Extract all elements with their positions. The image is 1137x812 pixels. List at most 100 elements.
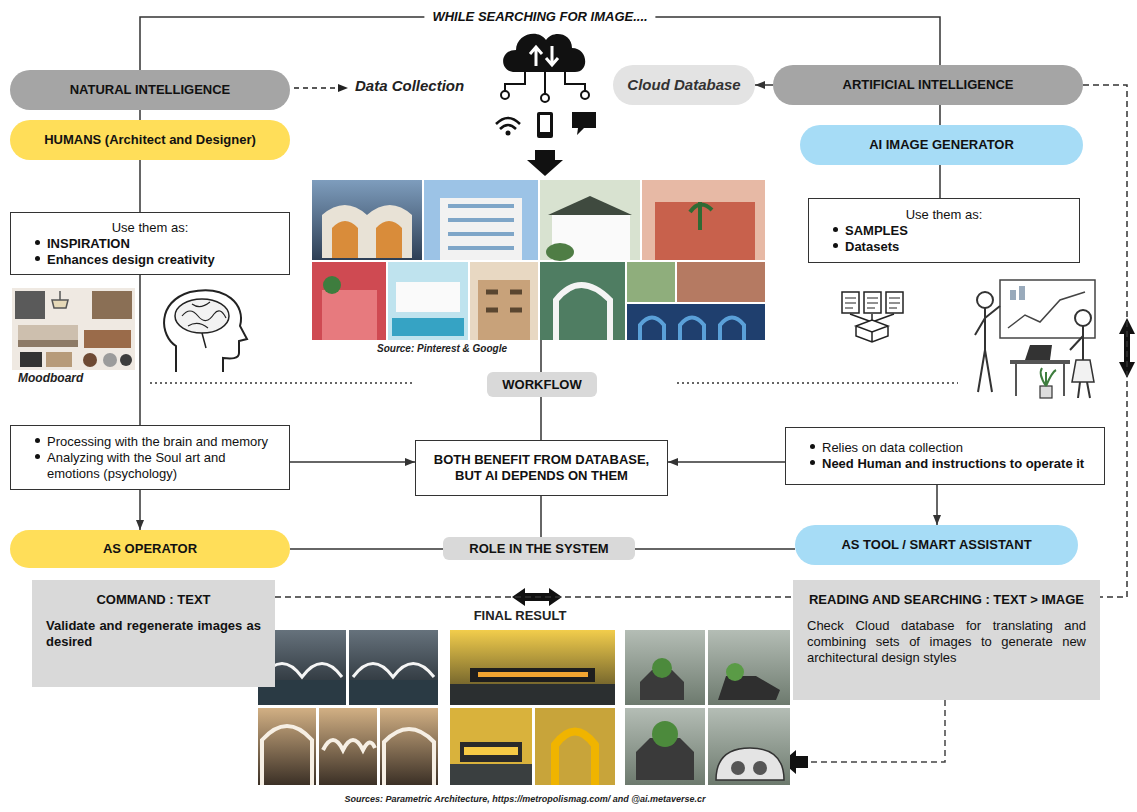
text-row: Analyzing with the Soul art and emotions…: [21, 450, 279, 482]
brain-head-figure: [164, 290, 247, 372]
node-text: Check Cloud database for translating and…: [807, 618, 1086, 666]
connector: [139, 160, 141, 212]
connector: [939, 165, 941, 198]
collage-leader: [541, 340, 542, 372]
section-tag: ROLE IN THE SYSTEM: [443, 537, 635, 560]
cloud-icon: [572, 112, 596, 135]
team-illustration: [1019, 286, 1025, 300]
moodboard-picture: [18, 340, 78, 347]
text-row: Use them as:: [21, 220, 279, 236]
text-row: ROLE IN THE SYSTEM: [451, 541, 627, 557]
bullet-dot: [810, 460, 815, 465]
generated-images: [464, 747, 518, 755]
text-row: AI IMAGE GENERATOR: [812, 137, 1071, 153]
moodboard-picture: [120, 354, 132, 366]
text-row: ARTIFICIAL INTELLIGENCE: [785, 77, 1071, 93]
generated-images: [353, 664, 434, 678]
generated-images: [262, 664, 342, 678]
team-illustration: [1000, 280, 1095, 338]
generated-images: [258, 630, 790, 785]
text-row: Datasets: [819, 239, 1069, 255]
node-text: Need Human and instructions to operate i…: [822, 456, 1094, 472]
team-illustration: [1010, 360, 1070, 364]
reference-collage: [440, 198, 522, 260]
team-illustration: [975, 306, 1000, 392]
connector: [139, 275, 141, 425]
connector: [635, 548, 795, 550]
reference-collage: [392, 318, 464, 336]
generated-images: [708, 630, 790, 705]
moodboard-picture: [12, 288, 135, 370]
generated-images: [478, 672, 588, 677]
connector: [139, 490, 141, 530]
generated-images: [652, 658, 672, 678]
node-text: ROLE IN THE SYSTEM: [451, 541, 627, 557]
text-row: Cloud Database: [621, 77, 747, 93]
bullet-dot: [35, 240, 40, 245]
generated-images: [450, 764, 532, 785]
node-text: BOTH BENEFIT FROM DATABASE, BUT AI DEPEN…: [426, 452, 657, 484]
reference-collage: [540, 180, 640, 260]
figure-caption: Moodboard: [18, 372, 83, 386]
reference-collage: [424, 180, 538, 260]
team-illustration: [1075, 310, 1091, 326]
role-pill: AS OPERATOR: [10, 530, 290, 568]
reference-collage: [322, 290, 377, 340]
flow-label: Data Collection: [355, 77, 464, 94]
reference-collage: [642, 180, 765, 260]
team-illustration: [1010, 290, 1016, 300]
reference-collage: [640, 318, 744, 341]
generated-images: [258, 708, 316, 785]
brain-head-figure: [182, 302, 226, 328]
dashed-connector: [1083, 85, 1127, 597]
result-leader: [808, 700, 945, 762]
reference-collage: [332, 221, 402, 258]
workflow-box: BOTH BENEFIT FROM DATABASE, BUT AI DEPEN…: [415, 440, 668, 496]
reference-collage: [627, 304, 765, 340]
text-row: Enhances design creativity: [21, 252, 279, 268]
node-text: Enhances design creativity: [47, 252, 279, 268]
reference-collage: [470, 262, 538, 340]
reference-collage: [322, 205, 412, 258]
generated-images: [555, 732, 595, 786]
role-pill: AS TOOL / SMART ASSISTANT: [795, 525, 1078, 565]
category-pill: NATURAL INTELLIGENCE: [10, 70, 290, 110]
bullet-dot: [810, 444, 815, 449]
cloud-icon: [506, 131, 511, 136]
generated-images: [349, 680, 438, 705]
cloud-icon: [505, 72, 585, 94]
moodboard-picture: [83, 353, 97, 367]
generated-images: [716, 748, 784, 780]
text-row: Validate and regenerate images as desire…: [46, 618, 261, 650]
connector: [290, 548, 443, 550]
usage-box: Use them as:SAMPLESDatasets: [808, 198, 1080, 263]
collage-leader: [540, 340, 542, 372]
generated-images: [535, 708, 615, 785]
brain-head-figure: [202, 333, 206, 348]
cloud-icon: [496, 118, 520, 129]
generated-images: [753, 761, 767, 775]
bullet-dot: [833, 227, 838, 232]
reference-collage: [546, 243, 574, 261]
connector: [139, 110, 141, 120]
reference-collage: [690, 202, 712, 230]
generated-images: [625, 708, 705, 785]
actor-pill: HUMANS (Architect and Designer): [10, 120, 290, 160]
text-row: AS OPERATOR: [22, 541, 278, 557]
text-row: AS TOOL / SMART ASSISTANT: [807, 537, 1066, 553]
node-text: HUMANS (Architect and Designer): [22, 132, 278, 148]
reference-collage: [323, 276, 341, 294]
generated-images: [470, 668, 595, 682]
generated-images: [384, 729, 434, 785]
node-text: Datasets: [845, 239, 1069, 255]
bullet-dot: [833, 243, 838, 248]
cloud-icon: [530, 47, 542, 66]
node-text: INSPIRATION: [47, 236, 279, 252]
generated-images: [708, 708, 790, 785]
connector: [936, 485, 938, 525]
reference-collage: [312, 180, 765, 340]
command-panel: READING AND SEARCHING : TEXT > IMAGEChec…: [793, 580, 1100, 700]
cloud-icon: [537, 112, 553, 138]
